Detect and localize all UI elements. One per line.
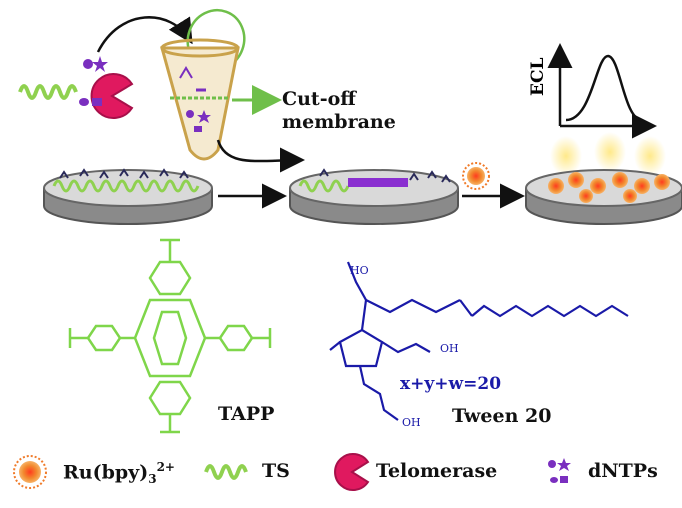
- arrow-tube-to-disk: [216, 139, 305, 173]
- ru-complex-icon: [462, 162, 490, 190]
- equation-label: x+y+w=20: [400, 374, 502, 394]
- tween-oh-label-2: OH: [402, 416, 421, 429]
- legend-dntps-label: dNTPs: [588, 460, 658, 482]
- legend-ru-icon: [13, 455, 47, 489]
- legend-ru-main: Ru(bpy): [63, 461, 149, 484]
- tween-ho-label: HO: [350, 264, 369, 277]
- tapp-label: TAPP: [218, 403, 275, 425]
- legend-ru-sup: 2+: [156, 460, 175, 474]
- legend-telomerase-icon: [334, 453, 370, 491]
- centrifuge-tube-icon: [160, 8, 246, 161]
- legend-ru-label: Ru(bpy)32+: [63, 460, 175, 486]
- electrode-disk-3: [525, 132, 682, 225]
- telomerase-pacman-icon: [90, 73, 134, 119]
- tween-oh-label-1: OH: [440, 342, 459, 355]
- ecl-axis-label: ECL: [528, 57, 548, 96]
- tapp-structure: [68, 238, 272, 434]
- ts-strand-icon: [18, 84, 78, 100]
- membrane-label-line1: Cut-off: [282, 88, 356, 110]
- electrode-disk-1: [43, 168, 213, 225]
- tween20-structure: [329, 261, 629, 421]
- legend-telomerase-label: Telomerase: [376, 460, 498, 482]
- electrode-disk-2: [289, 168, 459, 225]
- ecl-peak-icon: [547, 43, 657, 139]
- dntps-icon: [79, 56, 108, 106]
- legend-ru-sub: 3: [148, 472, 157, 487]
- legend-dntps-icon: [548, 458, 571, 483]
- tween-label: Tween 20: [452, 405, 552, 427]
- arrow-to-tube: [96, 16, 193, 53]
- legend-ts-label: TS: [262, 460, 290, 482]
- membrane-label-line2: membrane: [282, 111, 396, 133]
- legend-ts-icon: [204, 464, 248, 480]
- membrane-label: Cut-off membrane: [282, 88, 396, 134]
